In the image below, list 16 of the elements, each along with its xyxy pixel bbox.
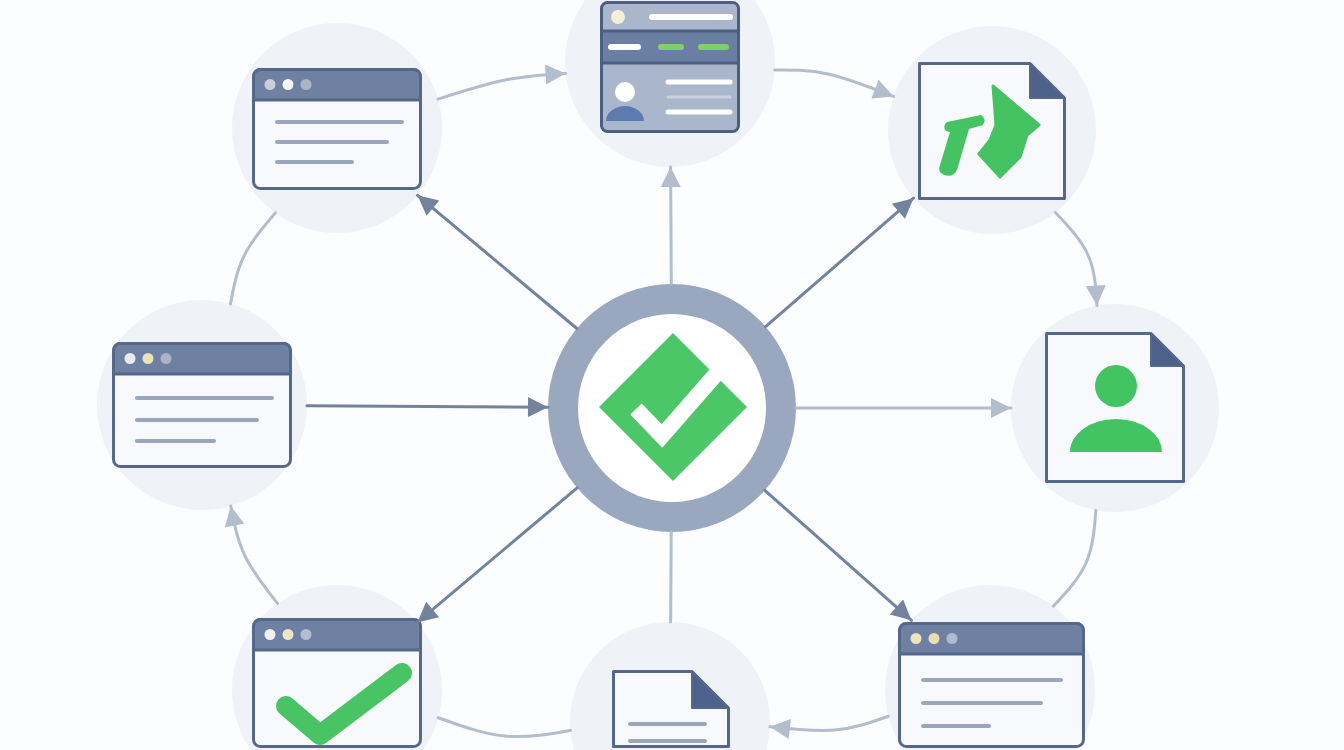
connector-line xyxy=(1051,508,1098,608)
arrow xyxy=(764,196,915,329)
connector-line xyxy=(669,530,673,624)
arrow xyxy=(415,486,579,624)
arrow xyxy=(794,398,1013,418)
connector-line xyxy=(436,716,572,739)
arrow xyxy=(773,68,896,99)
arrow xyxy=(763,488,913,622)
arrow xyxy=(305,397,550,418)
arrow xyxy=(436,64,568,101)
arrow xyxy=(224,504,280,605)
arrow xyxy=(768,714,890,739)
connector-line xyxy=(229,211,277,306)
arrow xyxy=(416,193,579,330)
arrow xyxy=(1053,211,1106,308)
arrow xyxy=(660,165,681,286)
